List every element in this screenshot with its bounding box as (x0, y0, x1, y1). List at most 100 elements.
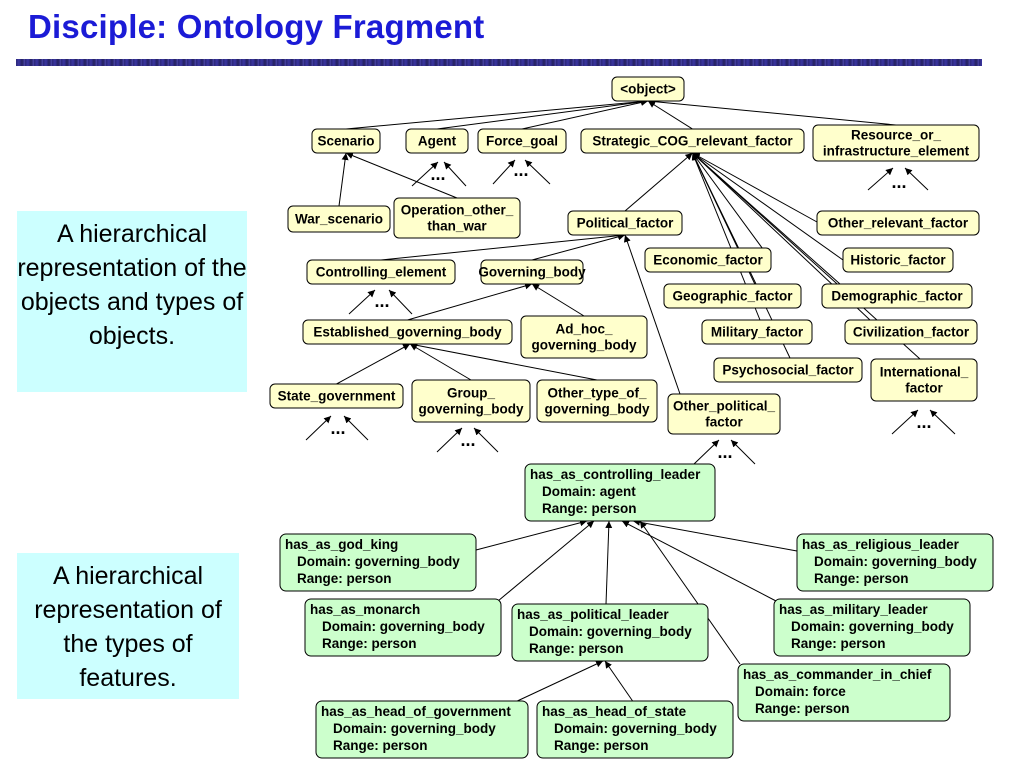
dots-group-governing-body: ... (460, 430, 475, 450)
node-label: Governing_body (478, 265, 586, 280)
feature-domain: Domain: force (755, 684, 846, 699)
node-geographic: Geographic_factor (663, 283, 802, 309)
feature-name: has_as_head_of_government (321, 704, 511, 719)
dots-agent: ... (430, 164, 445, 184)
ellipsis-edge (436, 427, 463, 453)
node-label: Historic_factor (850, 253, 946, 268)
edge-head-of-government-to-political-leader (512, 660, 604, 704)
edge-historic-to-strategic (692, 152, 844, 261)
node-agent: Agent (405, 128, 469, 154)
ellipsis-edge (348, 289, 376, 315)
node-box (411, 379, 531, 423)
ellipsis-edge (524, 159, 551, 185)
node-scenario: Scenario (311, 128, 381, 154)
node-box (580, 128, 805, 154)
feature-box (524, 463, 716, 522)
node-box (812, 124, 980, 162)
feature-box (773, 598, 971, 657)
node-label: governing_body (418, 402, 523, 417)
edge-other-relevant-to-strategic (692, 152, 818, 223)
node-box (663, 283, 802, 309)
node-established-gb: Established_governing_body (302, 319, 513, 345)
node-demographic: Demographic_factor (821, 283, 973, 309)
node-box (520, 315, 648, 359)
node-group-gb: Group_governing_body (411, 379, 531, 423)
node-military: Military_factor (701, 319, 813, 345)
ellipsis-edge (492, 159, 516, 185)
feature-domain: Domain: governing_body (791, 619, 954, 634)
ellipsis-edge (730, 439, 756, 465)
node-box (816, 210, 980, 236)
node-box (287, 205, 391, 233)
edge-ad-hoc-gb-to-governing-body (531, 283, 585, 317)
edge-military-leader-to-controlling-leader (621, 520, 777, 602)
feature-name: has_as_monarch (310, 602, 420, 617)
feature-box (304, 598, 502, 657)
node-civilization: Civilization_factor (844, 319, 978, 345)
node-box (644, 247, 772, 273)
node-label: Economic_factor (653, 253, 763, 268)
edge-controlling-element-to-political-factor (380, 232, 626, 261)
feature-range: Range: person (333, 738, 428, 753)
node-box (306, 259, 456, 285)
feature-name: has_as_controlling_leader (530, 467, 701, 482)
node-box (870, 358, 978, 402)
edge-scenario-to-object (345, 98, 649, 130)
feature-domain: Domain: agent (542, 484, 636, 499)
node-psychosocial: Psychosocial_factor (713, 357, 863, 383)
node-box (713, 357, 863, 383)
node-label: governing_body (531, 338, 636, 353)
node-box (842, 247, 954, 273)
node-political-factor: Political_factor (567, 210, 683, 236)
ellipsis-edge (388, 289, 413, 315)
feature-box (279, 533, 477, 592)
node-operation-other: Operation_other_than_war (393, 197, 521, 239)
node-label: Other_relevant_factor (828, 216, 969, 231)
node-box (311, 128, 381, 154)
node-box (821, 283, 973, 309)
feature-domain: Domain: governing_body (322, 619, 485, 634)
feature-box (536, 700, 734, 759)
edge-economic-to-strategic (692, 152, 772, 261)
feature-name: has_as_political_leader (517, 607, 669, 622)
node-label: Scenario (317, 134, 374, 149)
edge-religious-leader-to-controlling-leader (632, 518, 798, 552)
node-historic: Historic_factor (842, 247, 954, 273)
node-label: Civilization_factor (853, 325, 970, 340)
node-label: War_scenario (295, 212, 383, 227)
node-box (844, 319, 978, 345)
node-resource: Resource_or_infrastructure_element (812, 124, 980, 162)
feature-name: has_as_commander_in_chief (743, 667, 932, 682)
edge-operation-other-to-scenario (345, 152, 458, 199)
edge-political-factor-to-strategic (624, 152, 693, 212)
ellipsis-edge (904, 167, 929, 191)
ellipsis-edge (473, 427, 499, 453)
node-label: than_war (427, 219, 487, 234)
ellipsis-edge (343, 415, 369, 441)
node-force-goal: Force_goal (477, 128, 567, 154)
feature-name: has_as_military_leader (779, 602, 928, 617)
feature-box (315, 700, 529, 759)
node-label: Other_political_ (673, 399, 776, 414)
feature-range: Range: person (791, 636, 886, 651)
ellipsis-edge (693, 439, 720, 465)
edge-god-king-to-controlling-leader (475, 519, 588, 551)
node-label: Established_governing_body (313, 325, 502, 340)
node-object: <object> (611, 76, 685, 102)
dots-controlling-element: ... (374, 291, 389, 311)
node-label: governing_body (544, 402, 649, 417)
node-label: Force_goal (486, 134, 558, 149)
edge-governing-body-to-political-factor (531, 233, 626, 261)
node-label: Psychosocial_factor (722, 363, 854, 378)
edge-head-of-state-to-political-leader (604, 660, 635, 704)
ellipsis-markers: ........................ (305, 159, 956, 465)
node-label: Demographic_factor (831, 289, 963, 304)
edge-commander-in-chief-to-controlling-leader (639, 520, 741, 665)
node-other-type-gb: Other_type_of_governing_body (536, 379, 658, 423)
